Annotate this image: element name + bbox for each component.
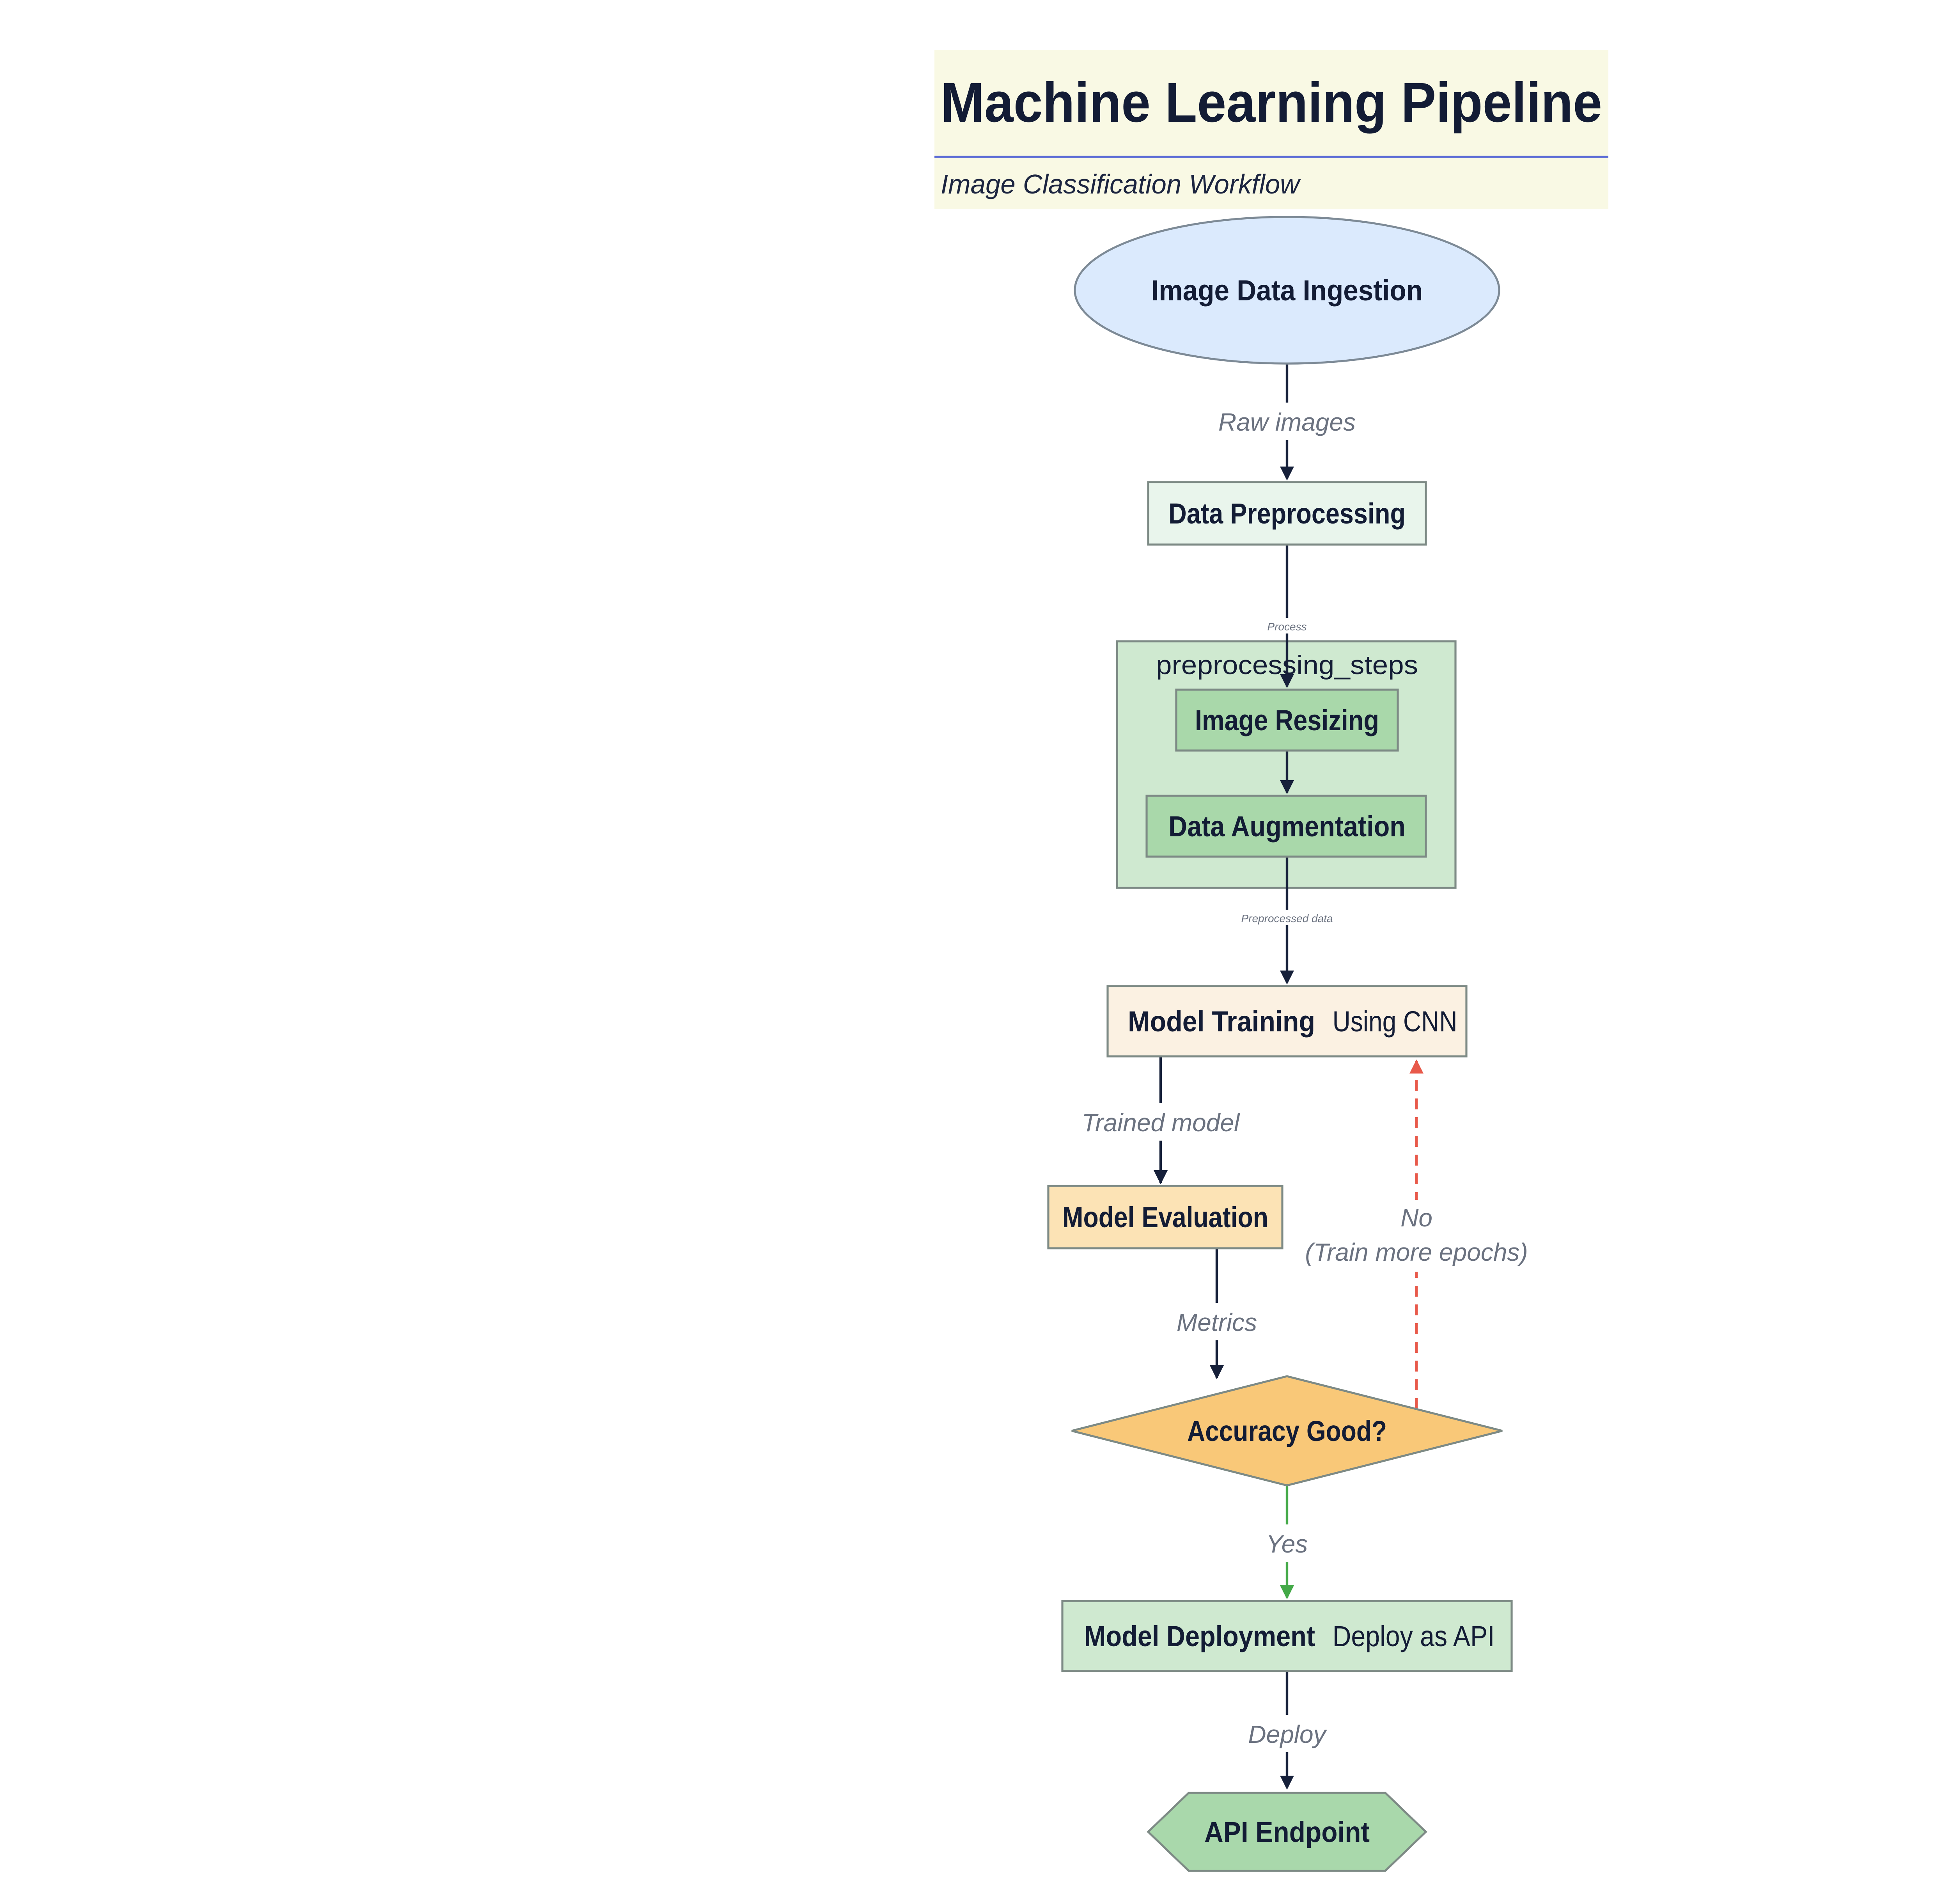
augmentation-label: Data Augmentation [1168,810,1406,843]
decision-shape [1071,1375,1503,1487]
endpoint-label: API Endpoint [1204,1816,1370,1848]
augmentation-shape [1145,795,1427,858]
no-label-bg [1393,1200,1440,1236]
deploy-label-bg [1242,1715,1332,1752]
training-label: Model Training Using CNN [1128,1005,1457,1038]
training-label-rest: Using CNN [1333,1005,1457,1038]
evaluation-shape [1047,1185,1283,1249]
node-model-training: Model Training Using CNN [1106,985,1468,1058]
process-label: Process [1267,621,1306,633]
edge-label-preprocessed-data: Preprocessed data [1237,910,1337,925]
no-label2-bg [1296,1236,1537,1272]
node-api-endpoint: API Endpoint [1147,1792,1427,1872]
preprocessing-label: Data Preprocessing [1168,497,1406,530]
metrics-label: Metrics [1177,1308,1257,1336]
node-accuracy-decision: Accuracy Good? [1071,1375,1503,1487]
page-subtitle: Image Classification Workflow [941,169,1301,199]
no-label-line2: (Train more epochs) [1305,1238,1528,1266]
no-label-line1: No [1400,1204,1432,1232]
raw-images-label-bg [1206,403,1368,440]
edge-label-process: Process [1264,618,1310,633]
yes-label: Yes [1266,1530,1308,1558]
edge-label-no: No (Train more epochs) [1296,1200,1537,1272]
preprocessed-label: Preprocessed data [1241,912,1333,924]
training-shape [1106,985,1468,1058]
ingestion-shape [1074,216,1500,365]
resizing-shape [1175,688,1399,752]
deployment-label: Model Deployment Deploy as API [1084,1620,1495,1652]
deployment-shape [1061,1600,1513,1672]
edge-label-trained-model: Trained model [1072,1103,1250,1141]
endpoint-shape [1147,1792,1427,1872]
node-data-preprocessing: Data Preprocessing [1147,481,1427,546]
node-image-data-ingestion: Image Data Ingestion [1074,216,1500,365]
page-title: Machine Learning Pipeline [941,71,1602,134]
yes-label-bg [1260,1524,1314,1562]
resizing-label: Image Resizing [1195,704,1379,736]
trained-model-label-bg [1072,1103,1250,1141]
preprocessed-label-bg [1237,910,1337,925]
title-block: Machine Learning Pipeline Image Classifi… [934,50,1608,209]
training-label-bold: Model Training [1128,1005,1315,1038]
edge-label-yes: Yes [1260,1524,1314,1562]
node-image-resizing: Image Resizing [1175,688,1399,752]
ingestion-label: Image Data Ingestion [1151,274,1423,307]
raw-images-label: Raw images [1218,408,1356,436]
node-model-deployment: Model Deployment Deploy as API [1061,1600,1513,1672]
preprocessing-shape [1147,481,1427,546]
decision-label: Accuracy Good? [1187,1415,1387,1447]
title-background [934,50,1608,209]
deployment-label-bold: Model Deployment [1084,1620,1315,1652]
node-data-augmentation: Data Augmentation [1145,795,1427,858]
node-model-evaluation: Model Evaluation [1047,1185,1283,1249]
edge-label-metrics: Metrics [1167,1303,1267,1340]
deployment-label-rest: Deploy as API [1333,1620,1495,1652]
subgraph-label: preprocessing_steps [1156,650,1418,680]
trained-model-label: Trained model [1082,1109,1240,1137]
process-label-bg [1264,618,1310,633]
deploy-label: Deploy [1248,1720,1327,1748]
evaluation-label: Model Evaluation [1062,1201,1268,1233]
edge-label-raw-images: Raw images [1206,403,1368,440]
edge-label-deploy: Deploy [1242,1715,1332,1752]
metrics-label-bg [1167,1303,1267,1340]
